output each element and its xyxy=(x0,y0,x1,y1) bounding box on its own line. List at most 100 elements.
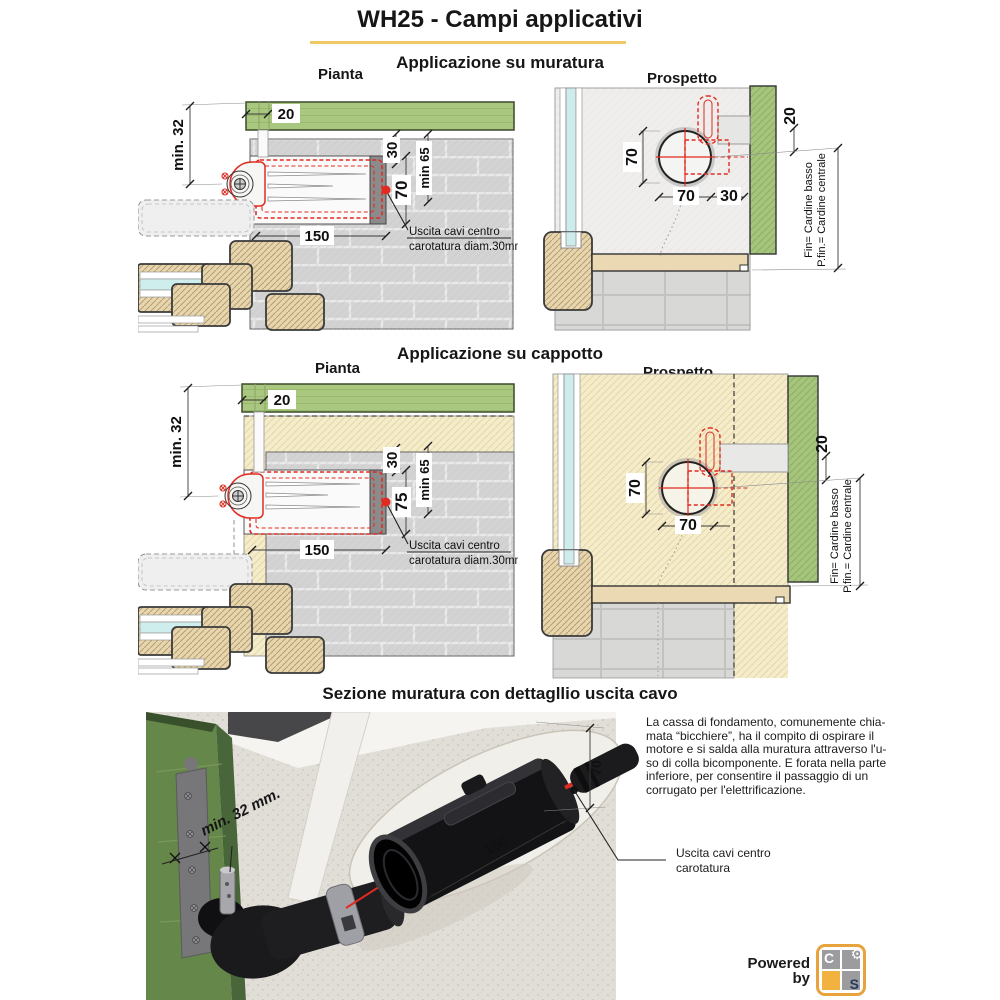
wood-jamb xyxy=(543,231,593,311)
callout-line1: Uscita cavi centro xyxy=(409,540,500,552)
dim-min32: min. 32 xyxy=(169,101,247,189)
dim-h70: 70 xyxy=(657,516,730,534)
dim-min65: min 65 xyxy=(416,129,433,207)
sezione-3d-illustration: min. 32 mm. 150 70 xyxy=(146,712,666,1000)
dim-h30-label: 30 xyxy=(720,188,738,205)
hinge-elevation xyxy=(699,427,721,477)
fin-label: Fin= Cardine basso xyxy=(803,162,815,258)
insulated-wall-lower xyxy=(734,603,788,678)
dim-150-label: 150 xyxy=(304,542,329,559)
motor-envelope-dashed xyxy=(249,471,383,535)
dim-150: 150 xyxy=(247,540,391,559)
title-underline xyxy=(310,41,626,44)
hinge-elevation xyxy=(697,95,719,145)
cable-exit-dot xyxy=(381,497,391,507)
dim-20-prospetto-label: 20 xyxy=(814,435,831,453)
pfin-label: P.fin.= Cardine centrale xyxy=(816,153,828,267)
section-heading-sezione: Sezione muratura con dettagllio uscita c… xyxy=(322,684,678,703)
dim-h70-h30: 70 30 xyxy=(654,187,749,205)
open-leaf-dashed xyxy=(138,199,255,237)
dim-20-prospetto: 20 xyxy=(782,107,799,157)
fin-label: Fin= Cardine basso xyxy=(829,488,841,584)
prospetto-cappotto-drawing: 70 70 20 Fin= Cardine basso P.fin.= xyxy=(541,373,868,679)
cs-logo: C ⚙ S xyxy=(816,944,866,996)
antenna-tube xyxy=(570,743,639,793)
prospetto-muratura-drawing: 70 70 30 20 Fin= Cardine basso xyxy=(543,85,847,331)
cable-exit-dot xyxy=(381,185,391,195)
logo-cell-c: C xyxy=(822,950,840,969)
cable-callout: Uscita cavi centro carotatura diam.30mm xyxy=(387,505,518,567)
frame-shadow-wedge xyxy=(228,712,344,742)
dim-20-prospetto: 20 xyxy=(814,435,831,485)
window-sill xyxy=(591,585,791,604)
powered-line2: by xyxy=(792,970,810,987)
dim-v70-label: 70 xyxy=(624,148,641,166)
bicchiere-sleeve xyxy=(368,743,639,914)
motor-springs xyxy=(267,171,367,202)
motor-pin-assembly xyxy=(198,866,417,979)
motor-outline-dashed xyxy=(687,470,733,506)
prospetto-label-1: Prospetto xyxy=(647,70,718,87)
hinge-arm xyxy=(719,443,789,473)
cardine-bracket: Fin= Cardine basso P.fin.= Cardine centr… xyxy=(717,473,868,593)
callout-line2: carotatura diam.30mm xyxy=(409,241,518,253)
dim-h70-label: 70 xyxy=(679,517,697,534)
cardine-bracket: Fin= Cardine basso P.fin.= Cardine centr… xyxy=(715,143,847,273)
hinge-plan xyxy=(221,161,266,207)
paragraph-line: motore e si salda alla muratura attraver… xyxy=(646,742,887,756)
powered-line1: Powered xyxy=(747,955,810,972)
dim-70-label: 70 xyxy=(392,181,411,200)
hinge-channel xyxy=(257,129,269,158)
wood-jamb xyxy=(541,549,593,637)
paragraph-line: mata “bicchiere”, ha il compito di ospir… xyxy=(646,728,875,743)
dim-h70-label: 70 xyxy=(677,188,695,205)
window-sill xyxy=(591,253,749,272)
pianta-label-1: Pianta xyxy=(318,66,364,83)
dim-min65-label: min 65 xyxy=(417,459,432,500)
logo-cell-s: S xyxy=(842,971,860,990)
logo-letter-s: S xyxy=(849,976,859,990)
callout-line1: Uscita cavi centro xyxy=(676,846,771,860)
window-frame-profile xyxy=(138,583,325,675)
dim-30-label: 30 xyxy=(384,142,401,159)
dim-30: 30 xyxy=(383,443,401,477)
hinge-plan xyxy=(219,473,264,519)
paragraph-line: so di colla bicomponente. E forata nella… xyxy=(646,755,887,770)
dim-min32-label: min. 32 xyxy=(168,416,185,468)
callout-line2: carotatura xyxy=(676,861,731,875)
pianta-muratura-drawing: 20 min. 32 30 min 65 xyxy=(138,101,518,333)
paragraph-line: La cassa di fondamento, comunemente chia… xyxy=(646,715,886,729)
dim-v70: 70 xyxy=(623,126,660,188)
paragraph-line: corrugato per l'elettrificazione. xyxy=(646,782,806,797)
dim-30-label: 30 xyxy=(384,452,401,469)
hinge-channel xyxy=(253,411,265,473)
window-frame-profile xyxy=(138,240,325,333)
motor-springs xyxy=(265,481,361,510)
paragraph-line: inferiore, per consentire il passaggio d… xyxy=(646,769,869,783)
shutter-green-bar xyxy=(749,85,777,255)
pianta-cappotto-drawing: 20 min. 32 30 min 65 xyxy=(138,383,518,675)
dim-150: 150 xyxy=(251,226,391,245)
dim-70: 70 xyxy=(392,151,411,229)
dim-75-label: 75 xyxy=(392,493,411,512)
powered-by: Powered by xyxy=(736,956,810,986)
dim-20: 20 xyxy=(241,104,300,123)
section-heading-muratura: Applicazione su muratura xyxy=(396,53,604,72)
hinge-arm xyxy=(717,115,751,145)
dim-20-label: 20 xyxy=(278,106,295,123)
section-heading-cappotto: Applicazione su cappotto xyxy=(397,344,603,363)
motor-niche xyxy=(243,469,387,535)
dim-min32: min. 32 xyxy=(167,383,243,501)
dim-v70: 70 xyxy=(626,457,663,519)
open-leaf-dashed xyxy=(138,553,253,591)
callout-line2: carotatura diam.30mm xyxy=(409,555,518,567)
logo-letter-c: C xyxy=(824,950,835,966)
dim-20-label: 20 xyxy=(274,392,291,409)
motor-outline-dashed xyxy=(684,139,730,175)
glass-section xyxy=(557,373,581,553)
cable-callout: Uscita cavi centro carotatura diam.30mm xyxy=(387,193,518,253)
dim-v70-label: 70 xyxy=(627,479,644,497)
callout-line1: Uscita cavi centro xyxy=(409,226,500,238)
dim-min65-label: min 65 xyxy=(417,147,432,188)
